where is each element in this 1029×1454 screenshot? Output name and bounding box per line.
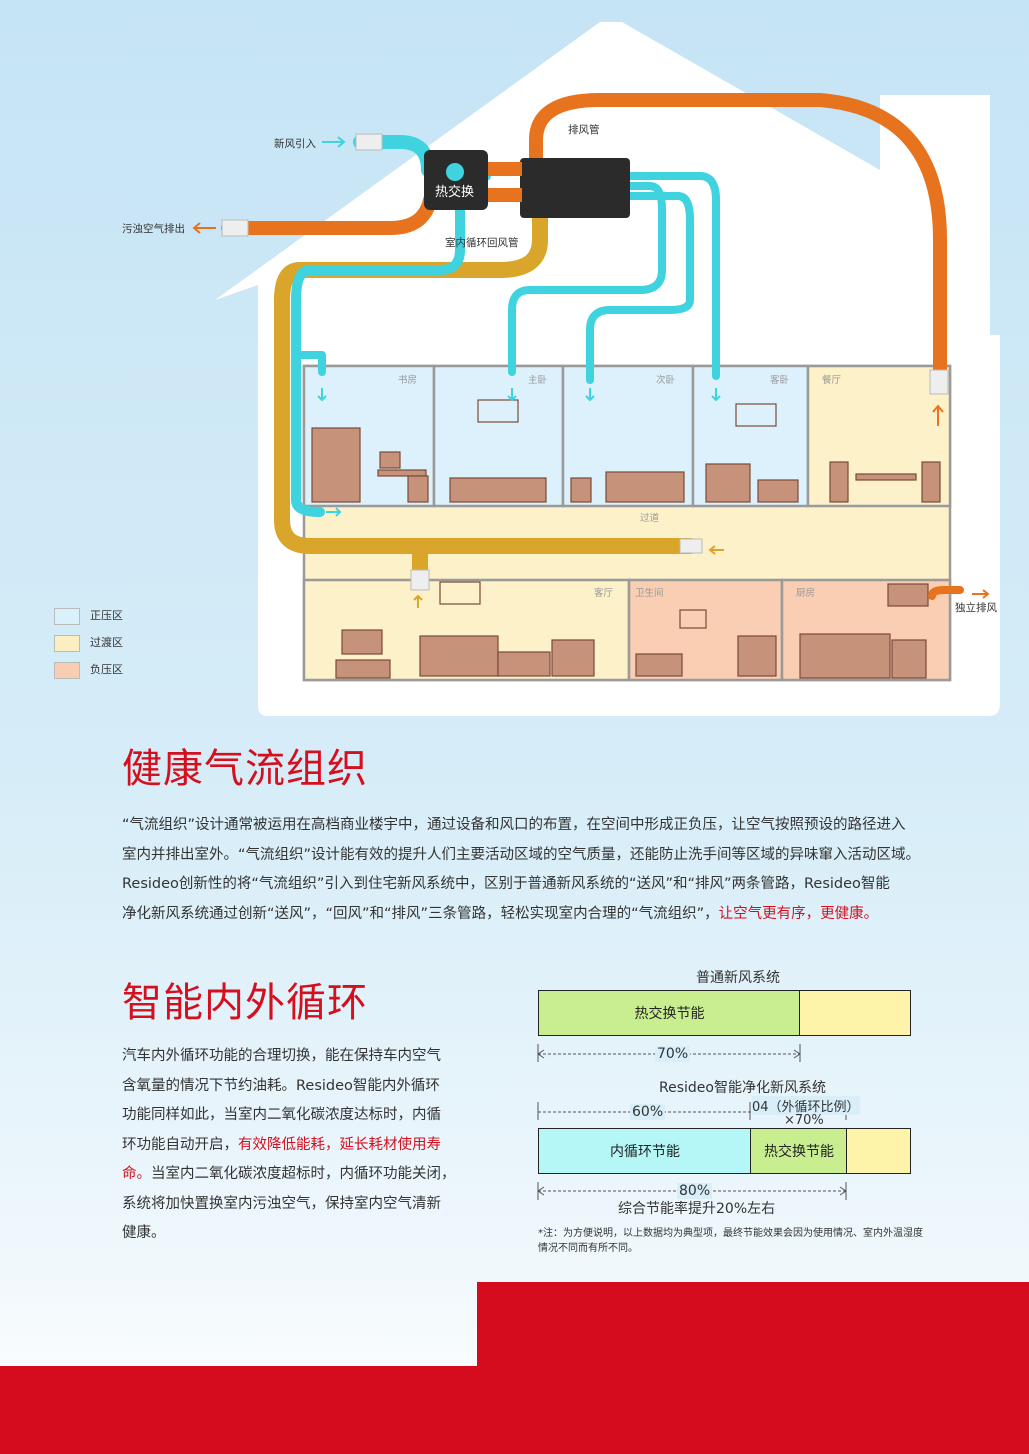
chart1-title: 普通新风系统 xyxy=(696,970,780,986)
chart2-title: Resideo智能净化新风系统 xyxy=(659,1080,826,1096)
section1-body: “气流组织”设计通常被运用在高档商业楼宇中，通过设备和风口的布置，在空间中形成正… xyxy=(122,817,921,922)
room-label-study: 书房 xyxy=(398,374,417,386)
chart2-annotation-external: 04（外循环比例） xyxy=(752,1096,860,1115)
section1-highlight: 让空气更有序，更健康。 xyxy=(718,905,879,922)
corridor-label: 过道 xyxy=(640,512,660,524)
floor-plan xyxy=(302,364,952,682)
footer-red-block-bottom xyxy=(0,1366,1029,1454)
return-pipe xyxy=(274,202,698,554)
room-label-master: 主卧 xyxy=(528,374,548,386)
room-label-second: 次卧 xyxy=(656,374,676,386)
chart2-bar-heat-exchange: 热交换节能 xyxy=(750,1128,848,1174)
fresh-air-in-label: 新风引入 xyxy=(274,137,316,150)
chart2-summary: 综合节能率提升20%左右 xyxy=(618,1201,776,1217)
main-ventilation-unit xyxy=(520,158,630,218)
legend-negative: 负压区 xyxy=(54,661,123,679)
chart-footnote: *注：为方便说明，以上数据均为典型项，最终节能效果会因为使用情况、室内外温湿度 … xyxy=(538,1228,923,1254)
legend-positive: 正压区 xyxy=(54,607,123,625)
independent-exhaust-label: 独立排风 xyxy=(955,601,997,614)
chart2-annotation-x70: ×70% xyxy=(784,1113,824,1128)
chart1-annotation: 70% xyxy=(655,1046,691,1062)
section1-title: 健康气流组织 xyxy=(122,746,368,792)
legend-transition: 过渡区 xyxy=(54,634,123,652)
heat-exchanger-unit: 热交换 xyxy=(424,150,488,210)
heat-exchange-label: 热交换 xyxy=(435,184,474,200)
chart1-bar-remainder xyxy=(799,990,911,1036)
section2-body: 汽车内外循环功能的合理切换，能在保持车内空气 含氧量的情况下节约油耗。Resid… xyxy=(122,1048,456,1241)
supply-pipe-master xyxy=(508,182,666,376)
exhaust-pipe-label: 排风管 xyxy=(568,123,600,136)
supply-pipe-guest xyxy=(626,172,720,380)
section2-title: 智能内外循环 xyxy=(122,980,368,1026)
room-label-living: 客厅 xyxy=(594,587,614,599)
chart2-annotation-60: 60% xyxy=(630,1104,666,1120)
room-label-kitchen: 厨房 xyxy=(796,587,815,599)
exhaust-main-pipe xyxy=(529,93,947,381)
chart2-annotation-80: 80% xyxy=(677,1183,713,1199)
chart2-bar-internal-cycle: 内循环节能 xyxy=(538,1128,752,1174)
legend-swatch xyxy=(54,607,80,625)
return-pipe-label: 室内循环回风管 xyxy=(445,236,519,249)
exhaust-out-label: 污浊空气排出 xyxy=(122,222,185,235)
room-label-guest: 客卧 xyxy=(770,374,790,386)
room-label-bathroom: 卫生间 xyxy=(635,587,664,599)
airflow-house-diagram: 热交换 新风引入 污浊空气排出 排风管 室内循环回风管 独立排风 书房 主卧 次… xyxy=(122,93,998,682)
legend-swatch xyxy=(54,634,80,652)
chart2-bottom-dimension xyxy=(537,1182,847,1200)
room-label-dining: 餐厅 xyxy=(822,374,842,386)
legend-swatch xyxy=(54,661,80,679)
supply-pipe-second xyxy=(586,192,694,384)
chart1-bar-heat-exchange: 热交换节能 xyxy=(538,990,801,1036)
furniture xyxy=(311,399,941,679)
chart2-bar-remainder xyxy=(846,1128,911,1174)
